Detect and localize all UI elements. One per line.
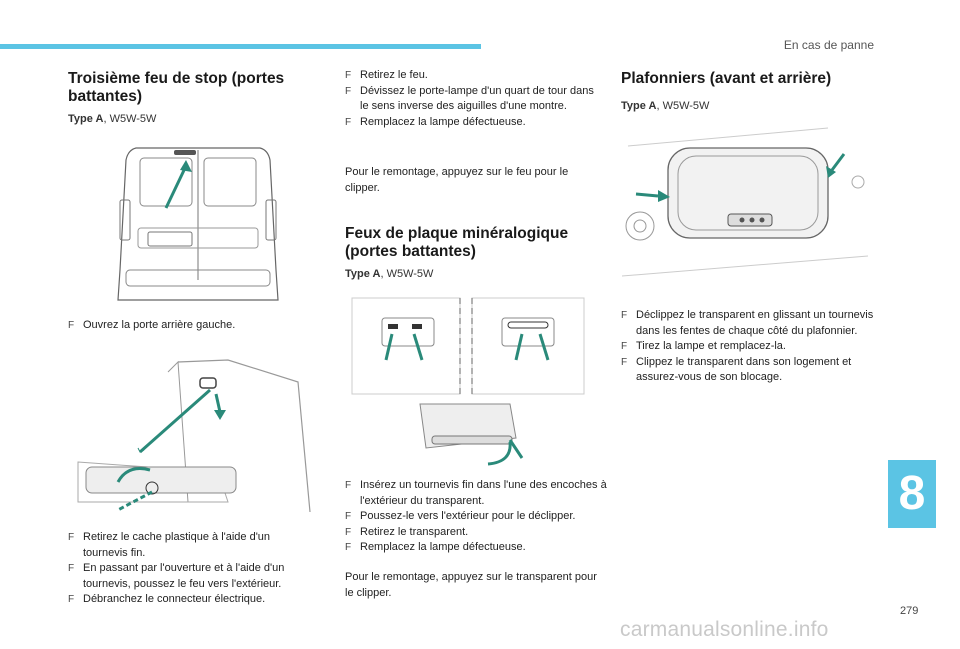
- section1-step-push-light: En passant par l'ouverture et à l'aide d…: [68, 561, 313, 592]
- chapter-tab: 8: [888, 460, 936, 528]
- ceiling-light-illustration: [621, 127, 869, 277]
- section1-title: Troisième feu de stop (portes battantes): [68, 70, 284, 106]
- section1-cont-steps: Retirez le feu. Dévissez le porte-lampe …: [345, 68, 600, 130]
- section1-steps-b: Retirez le cache plastique à l'aide d'un…: [68, 530, 313, 608]
- section3-step-unclip-lens: Déclippez le transparent en glissant un …: [621, 308, 879, 339]
- section1-step-replace-bulb: Remplacez la lampe défectueuse.: [345, 115, 600, 131]
- section2-step-insert-screwdriver: Insérez un tournevis fin dans l'une des …: [345, 478, 610, 509]
- section2-bulb-type: Type A, W5W-5W: [345, 268, 433, 280]
- section2-refit-note: Pour le remontage, appuyez sur le transp…: [345, 571, 597, 599]
- door-light-illustration: [77, 359, 311, 513]
- section1-type-label: Type A: [68, 113, 104, 125]
- running-header: En cas de panne: [783, 38, 874, 52]
- section1-title-line1: Troisième feu de stop (portes: [68, 70, 285, 87]
- section2-step-remove-lens: Retirez le transparent.: [345, 525, 610, 541]
- section2-title-line1: Feux de plaque minéralogique: [345, 225, 569, 242]
- section3-type-label: Type A: [621, 100, 657, 112]
- section1-refit-note: Pour le remontage, appuyez sur le feu po…: [345, 166, 569, 194]
- page-number: 279: [900, 605, 919, 617]
- section2-type-value: , W5W-5W: [380, 268, 434, 280]
- section-accent-bar: [0, 44, 481, 49]
- section3-step-clip-lens: Clippez le transparent dans son logement…: [621, 355, 879, 386]
- section2-title-line2: (portes battantes): [345, 243, 476, 260]
- section1-step-remove-light: Retirez le feu.: [345, 68, 600, 84]
- section2-title: Feux de plaque minéralogique (portes bat…: [345, 225, 568, 261]
- section2-step-replace-bulb: Remplacez la lampe défectueuse.: [345, 540, 610, 556]
- section1-type-value: , W5W-5W: [103, 113, 157, 125]
- section2-step-push-out: Poussez-le vers l'extérieur pour le décl…: [345, 509, 610, 525]
- plate-lights-illustration: [351, 297, 585, 466]
- section3-title: Plafonniers (avant et arrière): [621, 70, 832, 87]
- section1-step-a-list: Ouvrez la porte arrière gauche.: [68, 318, 308, 334]
- section1-step-disconnect: Débranchez le connecteur électrique.: [68, 592, 313, 608]
- section1-bulb-type: Type A, W5W-5W: [68, 113, 156, 125]
- section3-steps: Déclippez le transparent en glissant un …: [621, 308, 879, 386]
- van-rear-illustration: [117, 147, 279, 301]
- section2-steps: Insérez un tournevis fin dans l'une des …: [345, 478, 610, 556]
- section1-step-open-door: Ouvrez la porte arrière gauche.: [68, 318, 308, 334]
- section1-title-line2: battantes): [68, 88, 143, 105]
- section2-type-label: Type A: [345, 268, 381, 280]
- section3-bulb-type: Type A, W5W-5W: [621, 100, 709, 112]
- section3-step-replace-bulb: Tirez la lampe et remplacez-la.: [621, 339, 879, 355]
- watermark: carmanualsonline.info: [620, 618, 829, 641]
- section3-type-value: , W5W-5W: [656, 100, 710, 112]
- section1-step-unscrew-holder: Dévissez le porte-lampe d'un quart de to…: [345, 84, 600, 115]
- section1-step-remove-cover: Retirez le cache plastique à l'aide d'un…: [68, 530, 313, 561]
